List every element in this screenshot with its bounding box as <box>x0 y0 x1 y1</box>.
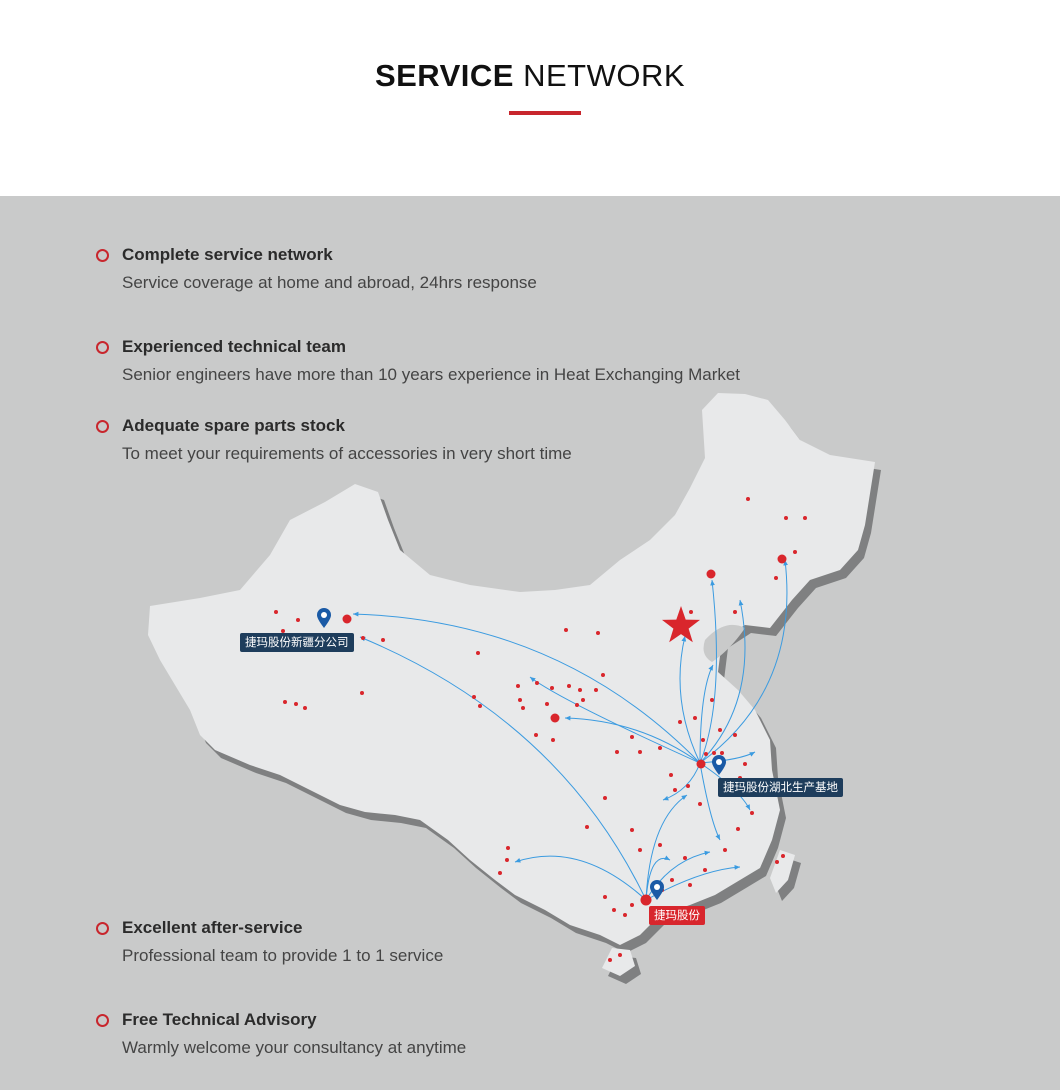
title-underline <box>509 111 581 115</box>
location-pin-icon <box>317 608 331 628</box>
service-section: Complete service network Service coverag… <box>0 196 1060 1090</box>
feature-title: Experienced technical team <box>122 337 346 356</box>
location-pin-icon <box>650 880 664 900</box>
city-dots <box>274 497 807 962</box>
feature-title: Adequate spare parts stock <box>122 416 345 435</box>
feature-description: Service coverage at home and abroad, 24h… <box>122 273 537 292</box>
location-label-headquarters[interactable]: 捷玛股份 <box>649 906 705 925</box>
feature-title: Complete service network <box>122 245 333 264</box>
feature-description: Warmly welcome your consultancy at anyti… <box>122 1038 467 1057</box>
service-routes <box>352 559 789 901</box>
location-label-xinjiang[interactable]: 捷玛股份新疆分公司 <box>240 633 354 652</box>
circle-bullet-icon <box>96 1014 109 1027</box>
circle-bullet-icon <box>96 341 109 354</box>
circle-bullet-icon <box>96 249 109 262</box>
title-bold: SERVICE <box>374 58 514 93</box>
feature-title: Excellent after-service <box>122 918 303 937</box>
feature-title: Free Technical Advisory <box>122 1010 317 1029</box>
location-pin-icon <box>712 755 726 775</box>
circle-bullet-icon <box>96 420 109 433</box>
feature-description: Professional team to provide 1 to 1 serv… <box>122 946 444 965</box>
circle-bullet-icon <box>96 922 109 935</box>
bohai-sea <box>703 624 745 662</box>
feature-description: To meet your requirements of accessories… <box>122 444 572 463</box>
map-land <box>148 393 875 976</box>
location-label-hubei[interactable]: 捷玛股份湖北生产基地 <box>718 778 843 797</box>
header: SERVICE NETWORK <box>0 0 1060 196</box>
china-map <box>148 393 881 984</box>
title-light: NETWORK <box>523 58 686 93</box>
star-icon <box>662 606 700 643</box>
major-city-markers <box>342 554 787 906</box>
page-title: SERVICE NETWORK <box>0 58 1060 94</box>
feature-description: Senior engineers have more than 10 years… <box>122 365 741 384</box>
